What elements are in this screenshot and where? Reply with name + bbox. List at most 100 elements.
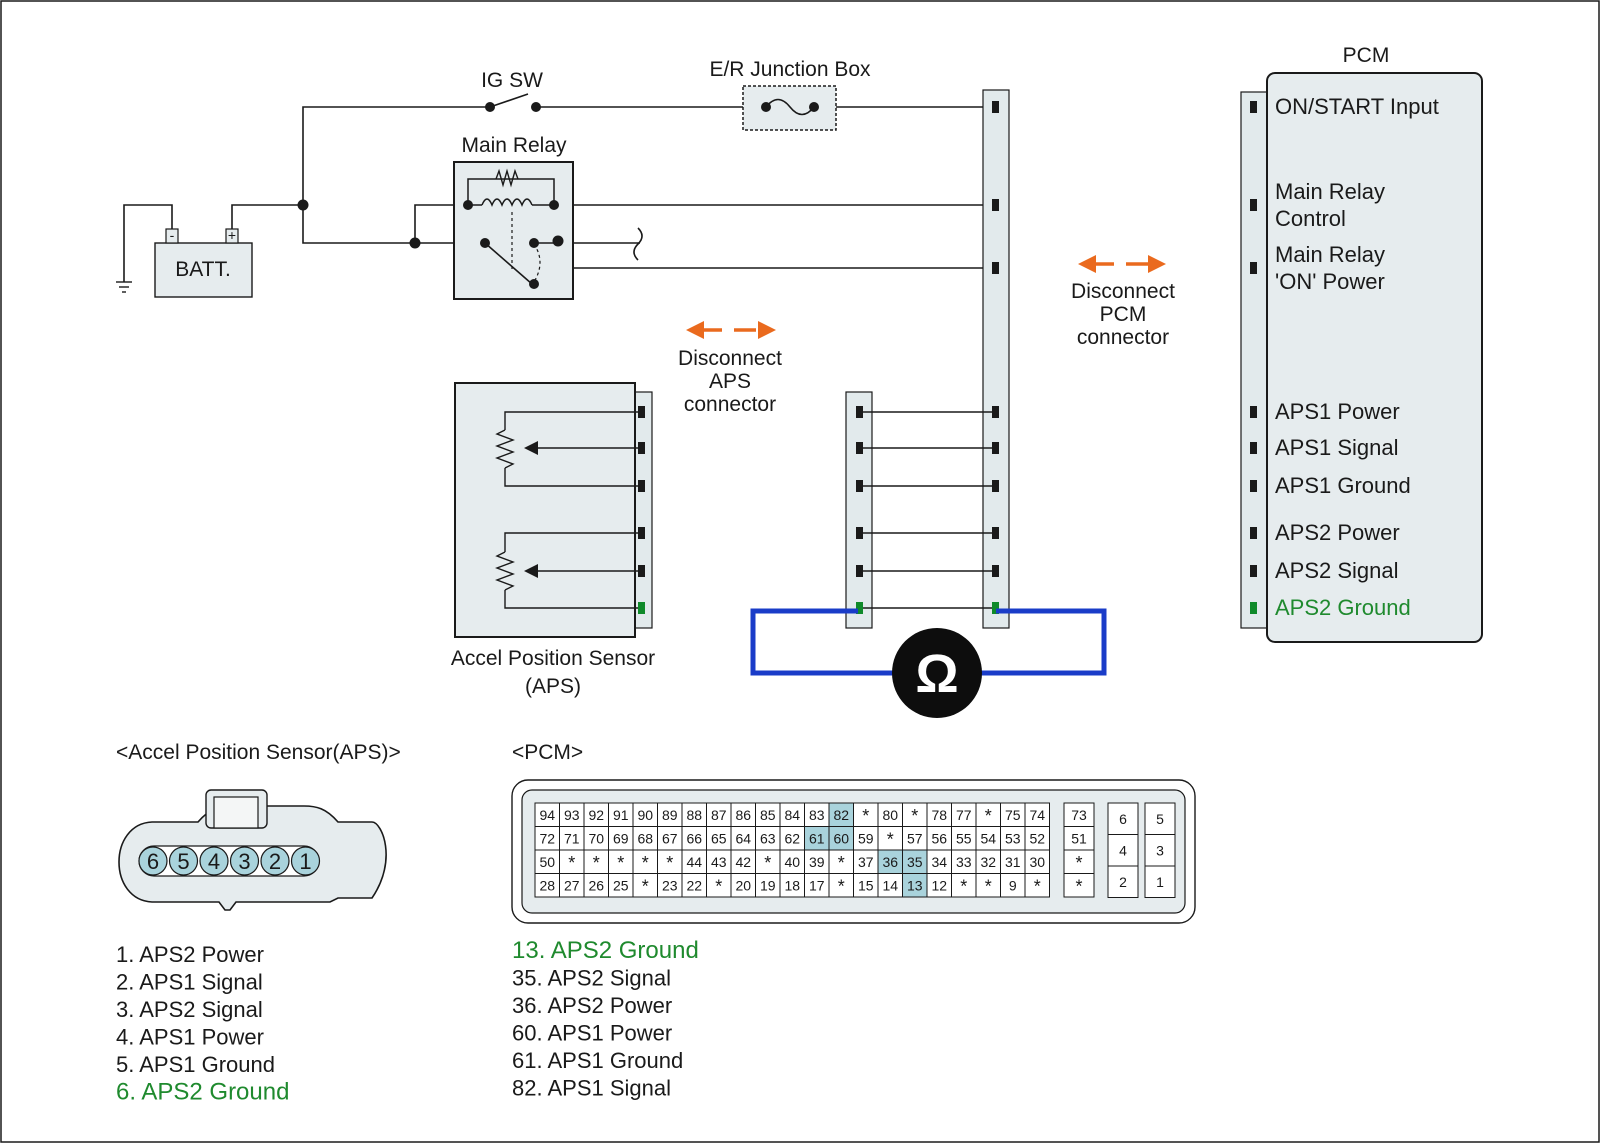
pcm-pin-cell-label: 73 [1071, 807, 1087, 823]
aps-harness-pin [856, 565, 863, 577]
junction-box-label: E/R Junction Box [709, 58, 871, 81]
aps-name-line1: Accel Position Sensor [451, 647, 655, 670]
ignition-switch: IG SW [481, 69, 543, 112]
aps-legend-item: 4. APS1 Power [116, 1025, 264, 1050]
aps-sensor-pin [638, 480, 645, 492]
aps-connector-pin-number: 5 [177, 849, 189, 874]
aps-legend-item: 1. APS2 Power [116, 942, 264, 967]
pcm-pin-cell-label: * [911, 806, 918, 826]
aps-harness-pin [856, 406, 863, 418]
pcm-pin-label: Main Relay [1275, 179, 1385, 204]
pcm-pin-label: APS2 Ground [1275, 595, 1411, 620]
pcm-harness-pin [992, 199, 999, 211]
pcm-pin-cell-label: 2 [1119, 874, 1127, 890]
pcm-pin-cell-label: 40 [784, 854, 800, 870]
pcm-pin-cell-label: 33 [956, 854, 972, 870]
pcm-pin-cell-label: 89 [662, 807, 678, 823]
aps-connector-pin-number: 4 [208, 849, 220, 874]
battery-minus-label: - [170, 227, 175, 243]
aps-connector-pin [138, 846, 168, 876]
pcm-pin-cell [1107, 802, 1139, 835]
pcm-pin-cell-label: 25 [613, 878, 629, 894]
aps2-wiper-arrow-icon [524, 564, 538, 578]
pcm-legend-item: 60. APS1 Power [512, 1021, 672, 1046]
pcm-pin-cell-label: 1 [1156, 874, 1164, 890]
pcm-pin-cell-label: 70 [588, 831, 604, 847]
pcm-pin [1250, 406, 1257, 418]
battery: - + BATT. [154, 227, 253, 298]
pcm-pin-cell-label: 93 [564, 807, 580, 823]
pcm-pin-label: ON/START Input [1275, 94, 1439, 119]
pcm-pin-cell-label: 30 [1029, 854, 1045, 870]
pcm-pin-cell-label: * [862, 806, 869, 826]
pcm-pin-cell-label: 75 [1005, 807, 1021, 823]
ohmmeter: Ω [750, 608, 1107, 718]
pcm-harness-pin [992, 602, 999, 614]
pcm-pin-cell-label: * [985, 806, 992, 826]
pcm-legend-item: 61. APS1 Ground [512, 1048, 683, 1073]
pcm-pin-label: APS1 Power [1275, 399, 1400, 424]
aps-legend-item: 6. APS2 Ground [116, 1079, 289, 1106]
arrow-right-icon [758, 321, 776, 339]
pcm-pin-cell-label: 63 [760, 831, 776, 847]
pcm-pin-cell-label: 3 [1156, 843, 1164, 859]
relay-coil-icon [481, 198, 533, 207]
pcm-pin-cell-label: 19 [760, 878, 776, 894]
aps-sensor-pins [638, 406, 645, 614]
pcm-pin-cell-label: 78 [931, 807, 947, 823]
disconnect-pcm-line1: Disconnect [1071, 280, 1175, 303]
pcm-pin-cell-label: 6 [1119, 811, 1127, 827]
aps-connector-pin [290, 846, 321, 876]
pcm-pin-cell-label: * [764, 853, 771, 873]
pcm-pin-cell-label: 53 [1005, 831, 1021, 847]
pcm-pin-cell-label: 67 [662, 831, 678, 847]
aps-legend-item: 2. APS1 Signal [116, 970, 263, 995]
pcm-pin-cell-label: 85 [760, 807, 776, 823]
pcm-pin-cell-label: 13 [907, 878, 923, 894]
disconnect-aps-line3: connector [684, 393, 776, 416]
pcm-pin-cell-label: 59 [858, 831, 874, 847]
battery-positive-wire [231, 204, 303, 243]
meter-lead-positive [981, 608, 1107, 676]
pcm-pin-cell-label: 77 [956, 807, 972, 823]
disconnect-pcm-line2: PCM [1100, 303, 1147, 326]
pcm-pin-cell [1024, 873, 1050, 898]
aps-connector-pin [229, 846, 260, 876]
pcm-pin-cell-label: 18 [784, 878, 800, 894]
pcm-pin-cell-label: 60 [833, 831, 849, 847]
aps-connector-pin-number: 6 [147, 849, 159, 874]
aps-connector-pin [199, 846, 229, 876]
aps1-potentiometer-icon [495, 429, 515, 469]
aps2-potentiometer-icon [495, 551, 515, 591]
aps-sensor-pin [638, 565, 645, 577]
pcm-pin-cell-label: 82 [833, 807, 849, 823]
pcm-pin-cell-label: * [887, 830, 894, 850]
pcm-pin-cell-label: * [593, 853, 600, 873]
pcm-harness-connector [982, 89, 1010, 629]
ground-symbol [116, 281, 132, 293]
junction-dot [552, 235, 564, 247]
pcm-pin-cell-label: 92 [588, 807, 604, 823]
pcm-pin-label: Control [1275, 206, 1346, 231]
pcm-pin-cell-label: 55 [956, 831, 972, 847]
pcm-harness-pin [992, 101, 999, 113]
pcm-pin-cell-label: 31 [1005, 854, 1021, 870]
pcm-pin-cell-label: 35 [907, 854, 923, 870]
aps-connector-pin-number: 1 [299, 849, 311, 874]
pcm-pin-cell-label: * [666, 853, 673, 873]
pcm-pin [1250, 262, 1257, 274]
pcm-pin-label: APS1 Ground [1275, 473, 1411, 498]
pcm-harness-pin [992, 527, 999, 539]
pcm-pin [1250, 527, 1257, 539]
pcm-pin-cell [1107, 834, 1139, 867]
disconnect-aps-line2: APS [709, 370, 751, 393]
pcm-pin-cell-label: 43 [711, 854, 727, 870]
pcm-pin-cell-label: 32 [980, 854, 996, 870]
pcm-pin-cell-label: * [838, 877, 845, 897]
aps-sensor-pin [638, 442, 645, 454]
pcm-pin-cell-label: 26 [588, 878, 604, 894]
